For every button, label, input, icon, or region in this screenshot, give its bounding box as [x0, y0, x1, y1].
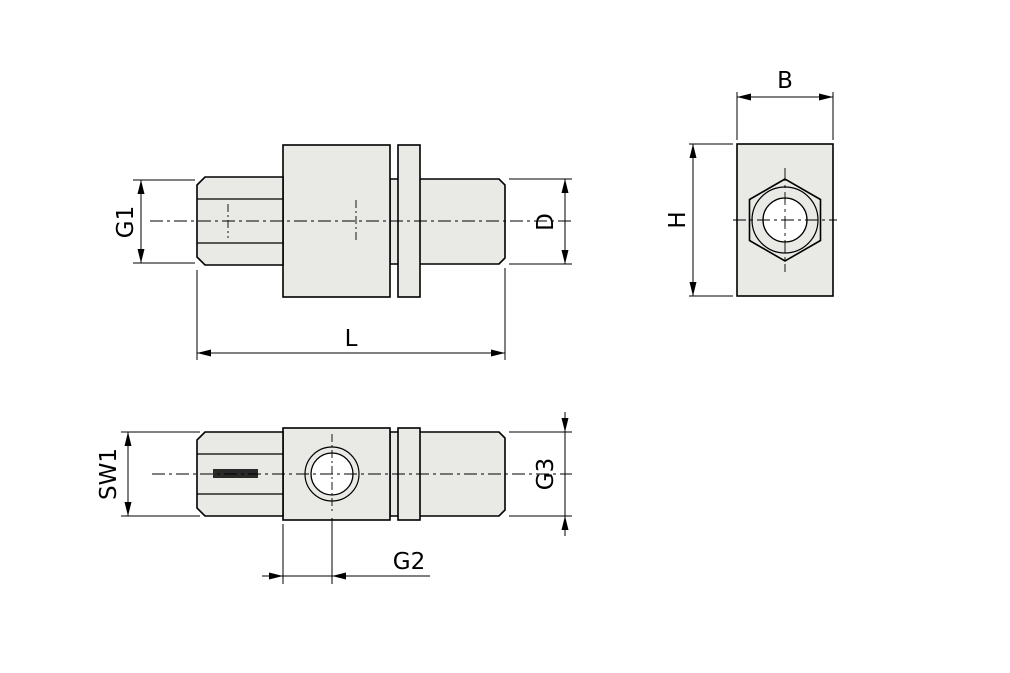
dimension-l: L	[196, 268, 506, 360]
arrowhead	[561, 516, 569, 530]
screw-slot	[213, 469, 258, 478]
dimension-label-sw1: SW1	[96, 448, 122, 500]
arrowhead	[689, 282, 697, 296]
arrowhead	[197, 349, 211, 357]
dimension-label-g2: G2	[393, 549, 425, 575]
dimension-sw1: SW1	[96, 431, 200, 517]
bottom-view	[152, 427, 572, 521]
arrowhead	[269, 572, 283, 580]
arrowhead	[561, 418, 569, 432]
dimension-label-h: H	[665, 211, 691, 228]
arrowhead	[491, 349, 505, 357]
arrowhead	[137, 180, 145, 194]
end-view	[733, 143, 837, 297]
dimension-label-l: L	[345, 326, 358, 352]
arrowhead	[137, 249, 145, 263]
arrowhead	[561, 250, 569, 264]
dimension-label-g3: G3	[533, 458, 559, 490]
dimension-label-b: B	[777, 68, 793, 94]
dimension-g3: G3	[509, 412, 572, 536]
dimension-b: B	[736, 68, 834, 140]
arrowhead	[689, 144, 697, 158]
dimension-label-d: D	[533, 213, 559, 231]
dimension-g1: G1	[113, 179, 195, 264]
arrowhead	[561, 179, 569, 193]
arrowhead	[124, 502, 132, 516]
arrowhead	[124, 432, 132, 446]
dimension-d: D	[509, 178, 572, 265]
side-view	[150, 144, 572, 298]
arrowhead	[737, 93, 751, 101]
dimension-g2: G2	[262, 518, 430, 584]
arrowhead	[819, 93, 833, 101]
arrowhead	[332, 572, 346, 580]
dimension-h: H	[665, 143, 733, 297]
dimension-label-g1: G1	[113, 206, 139, 238]
